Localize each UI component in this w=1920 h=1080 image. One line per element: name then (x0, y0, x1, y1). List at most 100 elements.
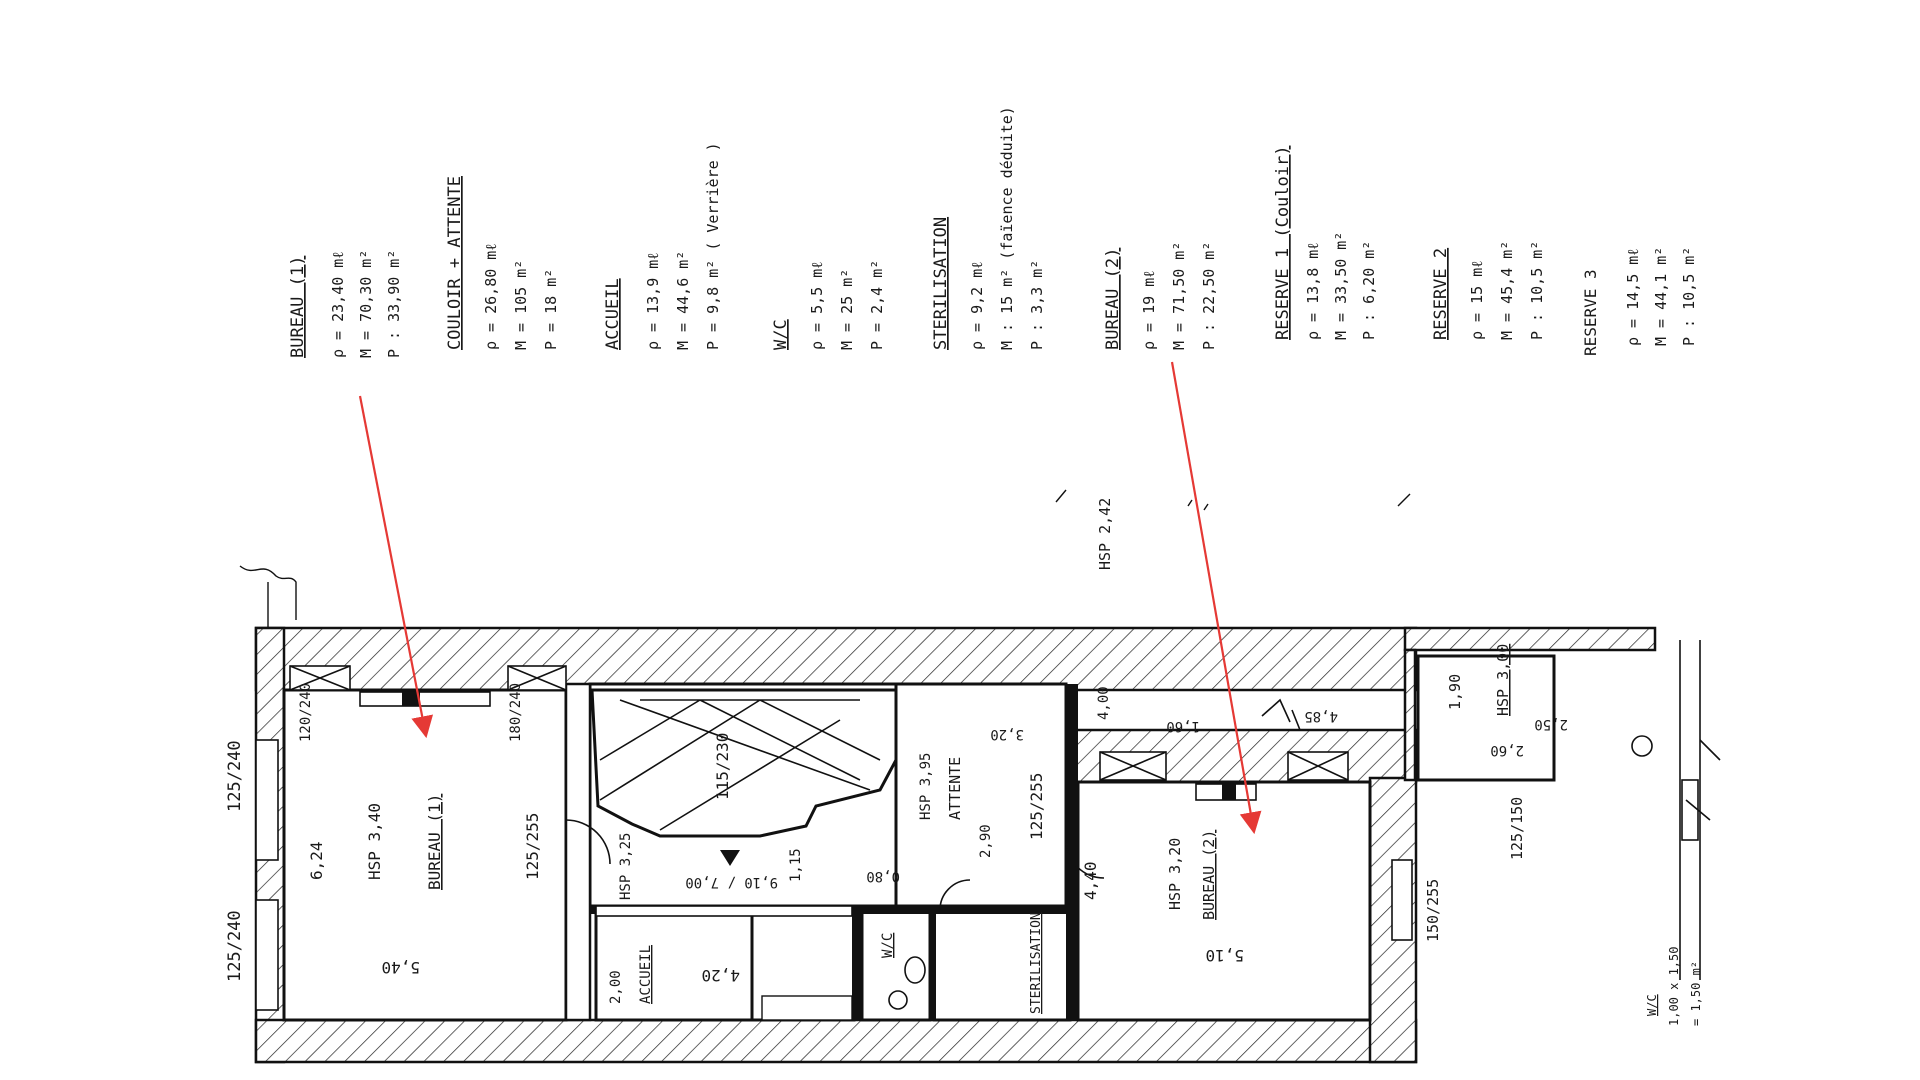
label-accueil: ACCUEIL (638, 945, 654, 1004)
annotation-line: P = 18 m² (542, 269, 560, 350)
label-w125-255b: 125/255 (1027, 773, 1046, 840)
annotation-line: P : 3,3 m² (1028, 260, 1046, 350)
label-dim400: 4,00 (1096, 686, 1112, 720)
label-dim160: 1,60 (1166, 718, 1200, 734)
annotation-reserve3: RESERVE 3 ρ = 14,5 mℓ M = 44,1 m² P : 10… (1581, 247, 1698, 356)
annotation-line: ρ = 23,40 mℓ (329, 251, 347, 358)
annotation-title: ACCUEIL (603, 278, 623, 350)
room-reserve-small (1416, 654, 1556, 782)
label-hsp300: HSP 3,00 (1494, 644, 1512, 716)
label-w125-150: 125/150 (1508, 797, 1526, 860)
annotation-line: ρ = 15 mℓ (1468, 261, 1486, 340)
annotation-bureau2: BUREAU (2) ρ = 19 mℓ M = 71,50 m² P : 22… (1103, 242, 1218, 350)
annotation-title: W/C (771, 319, 791, 350)
annotation-title: BUREAU (1) (288, 256, 308, 358)
annotation-line: ρ = 13,8 mℓ (1304, 243, 1322, 341)
annotation-line: M = 45,4 m² (1498, 241, 1516, 340)
annotation-title: RESERVE 1 (Couloir) (1273, 146, 1293, 340)
room-accueil (594, 910, 754, 1022)
label-dim320: 3,20 (990, 726, 1024, 742)
windows (255, 665, 1413, 1011)
label-dim910: 9,10 / 7,00 (685, 874, 778, 890)
label-dim420: 4,20 (701, 966, 740, 985)
label-hsp320: HSP 3,20 (1166, 838, 1184, 910)
label-bureau2: BUREAU (2) (1200, 830, 1218, 920)
annotation-line: P : 33,90 m² (385, 250, 403, 358)
annotation-line: ρ = 9,2 mℓ (968, 262, 986, 350)
label-dim440: 4,40 (1081, 861, 1100, 900)
annotation-line: P = 2,4 m² (868, 260, 886, 350)
annotation-line: ρ = 14,5 mℓ (1624, 249, 1642, 347)
annotation-reserve2: RESERVE 2 ρ = 15 mℓ M = 45,4 m² P : 10,5… (1431, 241, 1546, 340)
label-w180-240: 180/240 (508, 683, 524, 742)
annotation-line: M = 33,50 m² (1332, 232, 1350, 340)
annotation-line: ρ = 19 mℓ (1140, 271, 1158, 350)
label-dim290: 2,90 (978, 824, 994, 858)
annotation-line: P : 22,50 m² (1200, 242, 1218, 350)
label-dim485: 4,85 (1304, 708, 1338, 724)
label-hsp325: HSP 3,25 (618, 833, 634, 900)
label-hsp395: HSP 3,95 (918, 753, 934, 820)
annotation-wc: W/C ρ = 5,5 mℓ M = 25 m² P = 2,4 m² (771, 260, 886, 350)
annotation-line: M = 44,6 m² (674, 251, 692, 350)
label-dim080: 0,80 (866, 868, 900, 884)
label-w125-240a: 125/240 (225, 740, 245, 812)
annotation-line: M : 15 m² (faïence déduite) (998, 106, 1016, 350)
annotation-line: M = 71,50 m² (1170, 242, 1188, 350)
annotation-line: P : 10,5 m² (1680, 247, 1698, 346)
label-w115-230: 115/230 (713, 733, 732, 800)
label-wc2-area: = 1,50 m² (1689, 961, 1703, 1026)
annotation-bureau1: BUREAU (1) ρ = 23,40 mℓ M = 70,30 m² P :… (288, 250, 403, 358)
label-wc2-dim: 1,00 x 1,50 (1667, 947, 1681, 1026)
annotation-line: M = 105 m² (512, 260, 530, 350)
annotation-accueil: ACCUEIL ρ = 13,9 mℓ M = 44,6 m² P = 9,8 … (603, 142, 722, 350)
annotation-title: STERILISATION (931, 217, 951, 350)
label-dim260: 2,60 (1490, 742, 1524, 758)
label-hsp340: HSP 3,40 (365, 803, 384, 880)
annotation-line: ρ = 13,9 mℓ (644, 253, 662, 351)
annotation-line: P : 6,20 m² (1360, 241, 1378, 340)
label-w125-240b: 125/240 (225, 910, 245, 982)
label-sterilisation: STERILISATION (1029, 912, 1044, 1014)
annotation-title: RESERVE 3 (1581, 269, 1600, 356)
annotation-line: M = 70,30 m² (357, 250, 375, 358)
label-dim250: 2,50 (1534, 716, 1568, 732)
annotation-reserve1: RESERVE 1 (Couloir) ρ = 13,8 mℓ M = 33,5… (1273, 146, 1378, 340)
annotation-line: P = 9,8 m² ( Verrière ) (704, 142, 722, 350)
label-hsp242: HSP 2,42 (1096, 498, 1114, 570)
label-w150-255: 150/255 (1424, 879, 1442, 942)
room-sterilisation (932, 910, 1072, 1022)
label-bureau1: BUREAU (1) (425, 794, 444, 890)
room-bureau1 (282, 688, 568, 1022)
verriere-shape (590, 688, 898, 838)
label-dim540: 5,40 (381, 958, 420, 977)
arrow-bureau2 (1170, 361, 1262, 835)
label-dim510: 5,10 (1205, 946, 1244, 965)
annotation-line: ρ = 5,5 mℓ (808, 262, 826, 350)
label-dim624: 6,24 (307, 841, 326, 880)
annotation-couloir-attente: COULOIR + ATTENTE ρ = 26,80 mℓ M = 105 m… (445, 176, 560, 350)
annotation-title: COULOIR + ATTENTE (445, 176, 465, 350)
annotation-line: M = 25 m² (838, 269, 856, 350)
annotation-sterilisation: STERILISATION ρ = 9,2 mℓ M : 15 m² (faïe… (931, 106, 1046, 350)
room-attente (894, 682, 1068, 908)
arrow-bureau1 (358, 395, 434, 739)
label-wc: W/C (880, 933, 896, 958)
right-partial-structure (1679, 640, 1721, 980)
label-w120-240: 120/240 (298, 683, 314, 742)
label-dim200: 2,00 (608, 970, 624, 1004)
label-attente: ATTENTE (946, 757, 964, 820)
annotation-line: P : 10,5 m² (1528, 241, 1546, 340)
room-bureau2 (1076, 780, 1372, 1022)
annotation-line: ρ = 26,80 mℓ (482, 243, 500, 350)
annotation-title: RESERVE 2 (1431, 248, 1451, 340)
label-wc2: W/C (1645, 994, 1659, 1016)
annotation-title: BUREAU (2) (1103, 248, 1123, 350)
fixtures (359, 691, 1653, 1021)
annotation-line: M = 44,1 m² (1652, 247, 1670, 346)
label-w125-255a: 125/255 (523, 813, 542, 880)
label-dim190: 1,90 (1446, 674, 1464, 710)
pencil-marks (239, 489, 1411, 640)
doors (565, 698, 1301, 911)
